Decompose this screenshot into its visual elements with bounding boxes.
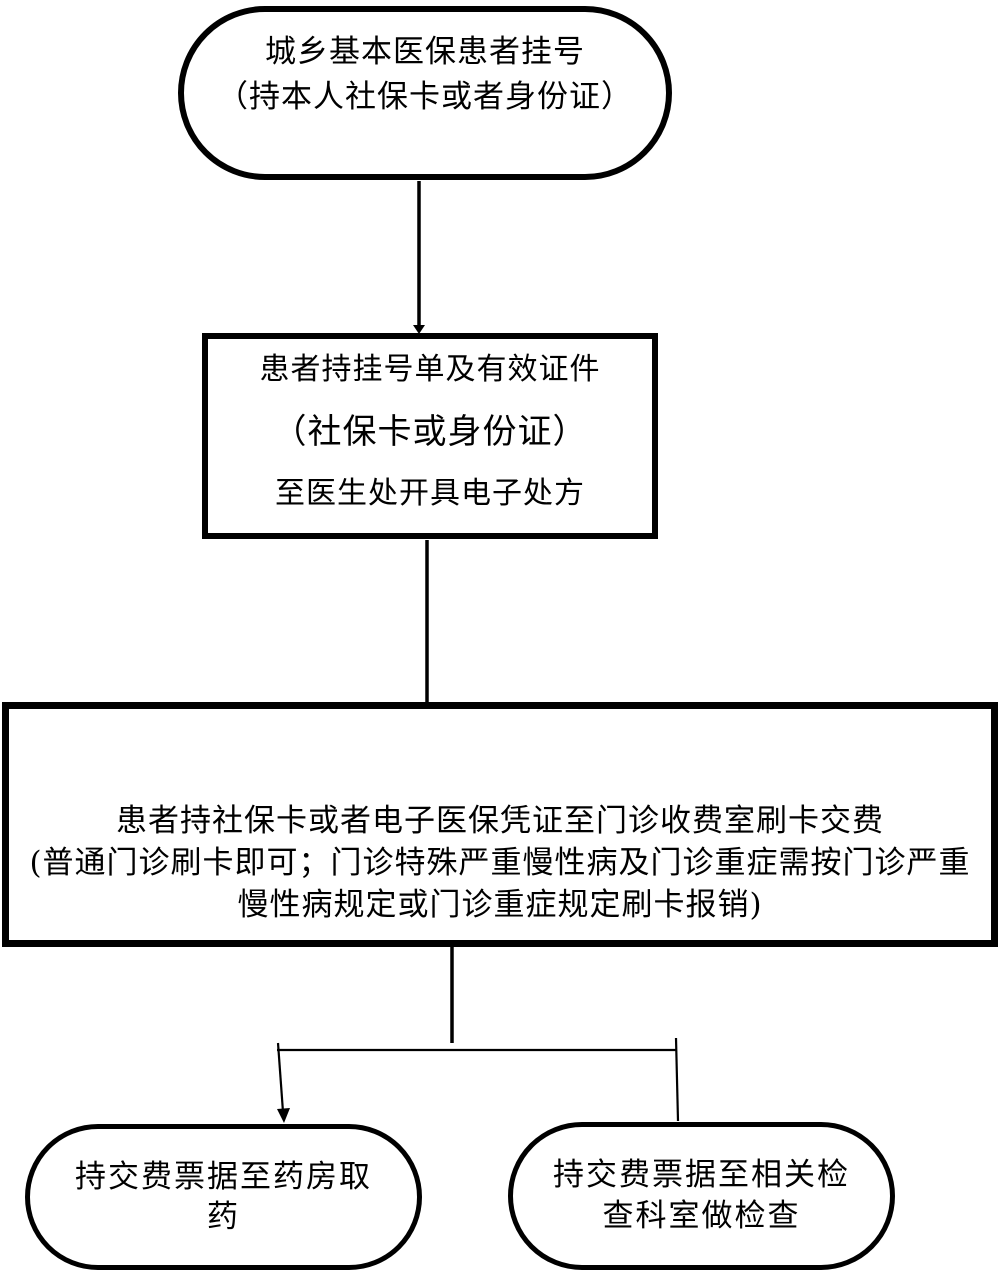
- node-payment-line1: 患者持社保卡或者电子医保凭证至门诊收费室刷卡交费: [116, 803, 884, 839]
- node-doctor-prescription: 患者持挂号单及有效证件 （社保卡或身份证） 至医生处开具电子处方: [202, 333, 658, 539]
- node-register-line2: （持本人社保卡或者身份证）: [217, 79, 633, 115]
- node-examination-line2: 查科室做检查: [602, 1198, 801, 1234]
- node-payment-line3: 慢性病规定或门诊重症规定刷卡报销): [237, 887, 763, 923]
- connector-branch-to-examination: [674, 1037, 680, 1122]
- node-pharmacy-line2: 药: [207, 1199, 240, 1235]
- node-register-line1: 城乡基本医保患者挂号: [265, 34, 585, 70]
- node-examination-line1: 持交费票据至相关检: [553, 1157, 850, 1193]
- node-payment-line2: (普通门诊刷卡即可；门诊特殊严重慢性病及门诊重症需按门诊严重: [29, 845, 971, 881]
- node-doctor-line3: 至医生处开具电子处方: [275, 476, 585, 511]
- node-examination: 持交费票据至相关检 查科室做检查: [508, 1122, 895, 1270]
- node-doctor-line1: 患者持挂号单及有效证件: [259, 352, 601, 387]
- node-doctor-line2: （社保卡或身份证）: [272, 412, 588, 452]
- node-payment: 患者持社保卡或者电子医保凭证至门诊收费室刷卡交费 (普通门诊刷卡即可；门诊特殊严…: [2, 702, 998, 947]
- down-arrowhead-icon: [413, 325, 425, 334]
- node-pharmacy: 持交费票据至药房取 药: [25, 1124, 422, 1270]
- node-pharmacy-line1: 持交费票据至药房取: [75, 1159, 372, 1195]
- node-register: 城乡基本医保患者挂号 （持本人社保卡或者身份证）: [178, 6, 672, 180]
- connector-branch-to-pharmacy: [276, 1042, 285, 1113]
- down-arrowhead-icon: [277, 1108, 290, 1123]
